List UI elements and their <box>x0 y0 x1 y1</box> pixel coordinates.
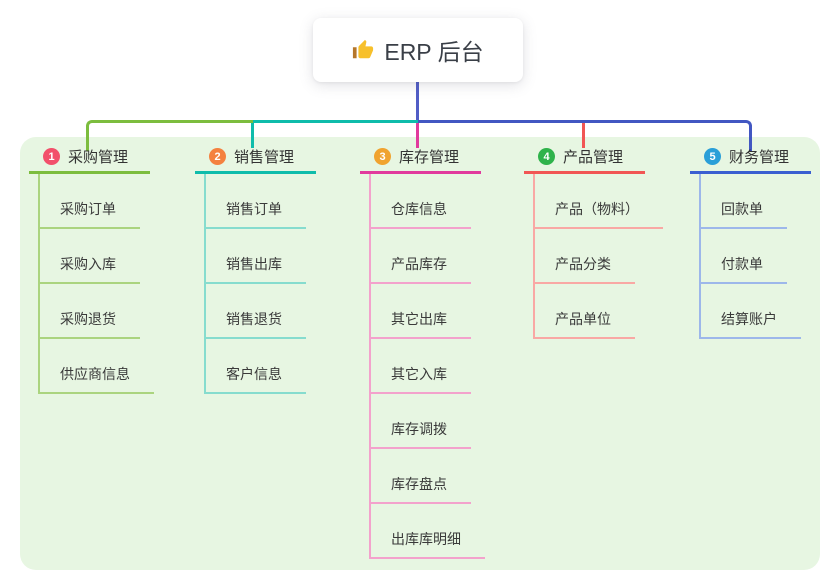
connector-elbow-right <box>418 120 752 151</box>
child-label: 产品（物料） <box>555 201 639 217</box>
child-node[interactable]: 出库库明细 <box>371 504 485 559</box>
connector-root-drop <box>416 82 419 122</box>
child-node[interactable]: 产品库存 <box>371 229 471 284</box>
child-node[interactable]: 销售出库 <box>206 229 306 284</box>
connector-drop-stock <box>416 123 419 148</box>
child-label: 采购退货 <box>60 311 116 327</box>
connector-drop-product <box>582 123 585 148</box>
branch-2: 2 销售管理 销售订单销售出库销售退货客户信息 <box>195 147 316 394</box>
branch-children: 采购订单采购入库采购退货供应商信息 <box>38 174 154 394</box>
background-panel <box>20 137 820 570</box>
child-node[interactable]: 结算账户 <box>701 284 801 339</box>
child-label: 回款单 <box>721 201 763 217</box>
child-label: 产品分类 <box>555 256 611 272</box>
child-label: 产品库存 <box>391 256 447 272</box>
branch-3: 3 库存管理 仓库信息产品库存其它出库其它入库库存调拨库存盘点出库库明细 <box>360 147 485 559</box>
child-label: 其它入库 <box>391 366 447 382</box>
root-node[interactable]: ERP 后台 <box>313 18 523 82</box>
branch-children: 回款单付款单结算账户 <box>699 174 801 339</box>
child-label: 采购入库 <box>60 256 116 272</box>
child-label: 其它出库 <box>391 311 447 327</box>
branch-5: 5 财务管理 回款单付款单结算账户 <box>690 147 811 339</box>
branch-header[interactable]: 2 销售管理 <box>195 147 316 174</box>
child-node[interactable]: 客户信息 <box>206 339 306 394</box>
connector-drop-sales <box>251 123 254 148</box>
child-node[interactable]: 其它入库 <box>371 339 471 394</box>
child-label: 采购订单 <box>60 201 116 217</box>
child-node[interactable]: 供应商信息 <box>40 339 154 394</box>
branch-label: 产品管理 <box>563 149 624 166</box>
child-node[interactable]: 付款单 <box>701 229 787 284</box>
child-label: 仓库信息 <box>391 201 447 217</box>
branch-children: 销售订单销售出库销售退货客户信息 <box>204 174 306 394</box>
thumbs-up-icon <box>352 39 374 61</box>
child-node[interactable]: 采购退货 <box>40 284 140 339</box>
branch-1: 1 采购管理 采购订单采购入库采购退货供应商信息 <box>29 147 154 394</box>
child-node[interactable]: 采购入库 <box>40 229 140 284</box>
child-label: 库存调拨 <box>391 421 447 437</box>
child-label: 销售订单 <box>226 201 282 217</box>
child-label: 结算账户 <box>721 311 777 327</box>
child-label: 供应商信息 <box>60 366 130 382</box>
child-node[interactable]: 回款单 <box>701 174 787 229</box>
branch-index-badge: 5 <box>704 148 721 165</box>
branch-4: 4 产品管理 产品（物料） 产品分类产品单位 <box>524 147 663 339</box>
child-node[interactable]: 仓库信息 <box>371 174 471 229</box>
branch-label: 销售管理 <box>234 149 295 166</box>
branch-index-badge: 2 <box>209 148 226 165</box>
child-node[interactable]: 产品（物料） <box>535 174 663 229</box>
branch-header[interactable]: 5 财务管理 <box>690 147 811 174</box>
child-node[interactable]: 产品单位 <box>535 284 635 339</box>
child-node[interactable]: 库存调拨 <box>371 394 471 449</box>
branch-index-badge: 3 <box>374 148 391 165</box>
child-label: 库存盘点 <box>391 476 447 492</box>
child-node[interactable]: 采购订单 <box>40 174 140 229</box>
child-label: 产品单位 <box>555 311 611 327</box>
child-label: 销售退货 <box>226 311 282 327</box>
branch-children: 产品（物料） 产品分类产品单位 <box>533 174 663 339</box>
branch-header[interactable]: 3 库存管理 <box>360 147 481 174</box>
branch-children: 仓库信息产品库存其它出库其它入库库存调拨库存盘点出库库明细 <box>369 174 485 559</box>
child-node[interactable]: 库存盘点 <box>371 449 471 504</box>
root-label: ERP 后台 <box>384 39 484 65</box>
branch-header[interactable]: 1 采购管理 <box>29 147 150 174</box>
branch-index-badge: 1 <box>43 148 60 165</box>
connector-elbow-left <box>86 120 256 151</box>
branch-label: 财务管理 <box>729 149 790 166</box>
branch-index-badge: 4 <box>538 148 555 165</box>
branch-header[interactable]: 4 产品管理 <box>524 147 645 174</box>
child-node[interactable]: 其它出库 <box>371 284 471 339</box>
child-node[interactable]: 销售退货 <box>206 284 306 339</box>
child-label: 销售出库 <box>226 256 282 272</box>
connector-bar-teal <box>253 120 418 123</box>
child-label: 付款单 <box>721 256 763 272</box>
child-label: 客户信息 <box>226 366 282 382</box>
child-label: 出库库明细 <box>391 531 461 547</box>
child-node[interactable]: 销售订单 <box>206 174 306 229</box>
branch-label: 库存管理 <box>399 149 460 166</box>
branch-label: 采购管理 <box>68 149 129 166</box>
child-node[interactable]: 产品分类 <box>535 229 635 284</box>
